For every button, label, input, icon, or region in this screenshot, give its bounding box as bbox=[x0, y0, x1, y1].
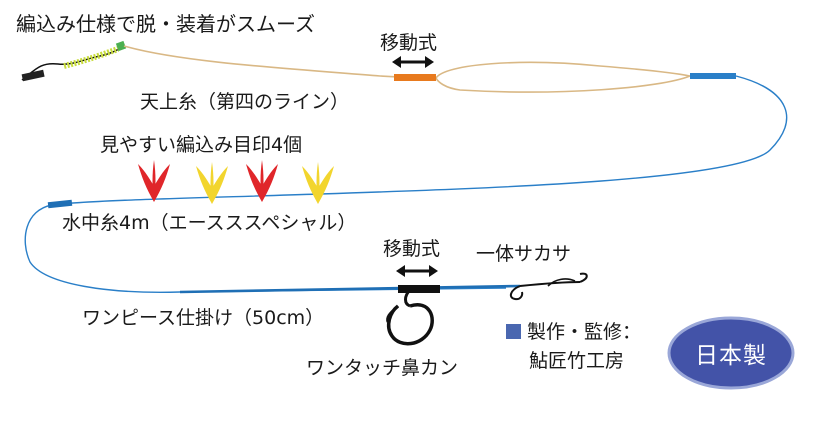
hook-icon bbox=[509, 272, 588, 301]
label-one-piece: ワンピース仕掛け（50cm） bbox=[82, 307, 325, 329]
braided-end bbox=[21, 40, 127, 82]
label-main-line: 天上糸（第四のライン） bbox=[140, 91, 350, 113]
label-maker-2: 鮎匠竹工房 bbox=[529, 350, 625, 372]
label-water-line: 水中糸4m（エースススペシャル） bbox=[62, 212, 357, 234]
orange-knot bbox=[394, 74, 436, 81]
badge-ellipse bbox=[667, 316, 795, 390]
label-movable-top: 移動式 bbox=[380, 32, 438, 54]
double-arrow-icon bbox=[392, 56, 434, 68]
double-arrow-icon bbox=[396, 265, 438, 277]
maker-line-1: 製作・監修： bbox=[527, 321, 642, 343]
water-line-path bbox=[24, 75, 788, 293]
feather-marker-icon bbox=[196, 162, 228, 204]
label-hook: 一体サカサ bbox=[476, 243, 572, 265]
black-knot bbox=[398, 285, 440, 293]
blue-knot-left bbox=[47, 199, 73, 209]
blue-knot-top bbox=[690, 73, 736, 79]
nose-ring-icon bbox=[386, 288, 434, 346]
movable-loop-top bbox=[435, 61, 693, 93]
feather-marker-icon bbox=[138, 160, 170, 202]
badge-text: 日本製 bbox=[695, 343, 767, 369]
label-maker-1: 製作・監修： bbox=[506, 323, 641, 342]
label-movable-bottom: 移動式 bbox=[383, 238, 441, 260]
label-braided: 編込み仕様で脱・装着がスムーズ bbox=[16, 12, 315, 36]
label-nose-ring: ワンタッチ鼻カン bbox=[306, 357, 459, 379]
made-in-japan-badge: 日本製 bbox=[667, 316, 795, 390]
feather-marker-icon bbox=[246, 160, 278, 202]
feather-marker-icon bbox=[302, 162, 334, 204]
one-piece-rig bbox=[179, 284, 521, 294]
legend-square-icon bbox=[506, 324, 521, 339]
label-markers: 見やすい編込み目印4個 bbox=[100, 134, 303, 156]
